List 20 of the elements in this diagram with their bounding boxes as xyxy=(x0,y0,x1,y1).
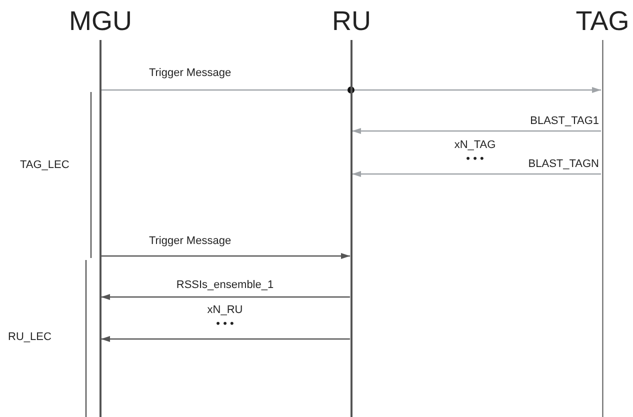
edge-label: Trigger Message xyxy=(148,234,232,248)
participant-label: MGU xyxy=(69,5,132,38)
message-arrow xyxy=(101,336,350,342)
message-arrow xyxy=(101,294,350,300)
note-label: • • • xyxy=(216,317,234,331)
edge-label: Trigger Message xyxy=(148,66,232,80)
participant-label: RU xyxy=(332,5,371,38)
note-label: • • • xyxy=(466,152,484,166)
edge-label: BLAST_TAG1 xyxy=(529,114,600,128)
edge-label: BLAST_TAGN xyxy=(527,157,600,171)
note-label: RU_LEC xyxy=(8,330,52,344)
message-arrow xyxy=(101,253,350,259)
message-arrow xyxy=(101,86,601,94)
message-arrow xyxy=(352,171,601,177)
note-label: xN_RU xyxy=(207,303,243,317)
message-arrow xyxy=(352,128,601,134)
note-label: TAG_LEC xyxy=(20,158,70,172)
edge-label: RSSIs_ensemble_1 xyxy=(175,278,275,292)
participant-label: TAG xyxy=(576,5,630,38)
note-label: xN_TAG xyxy=(454,138,496,152)
